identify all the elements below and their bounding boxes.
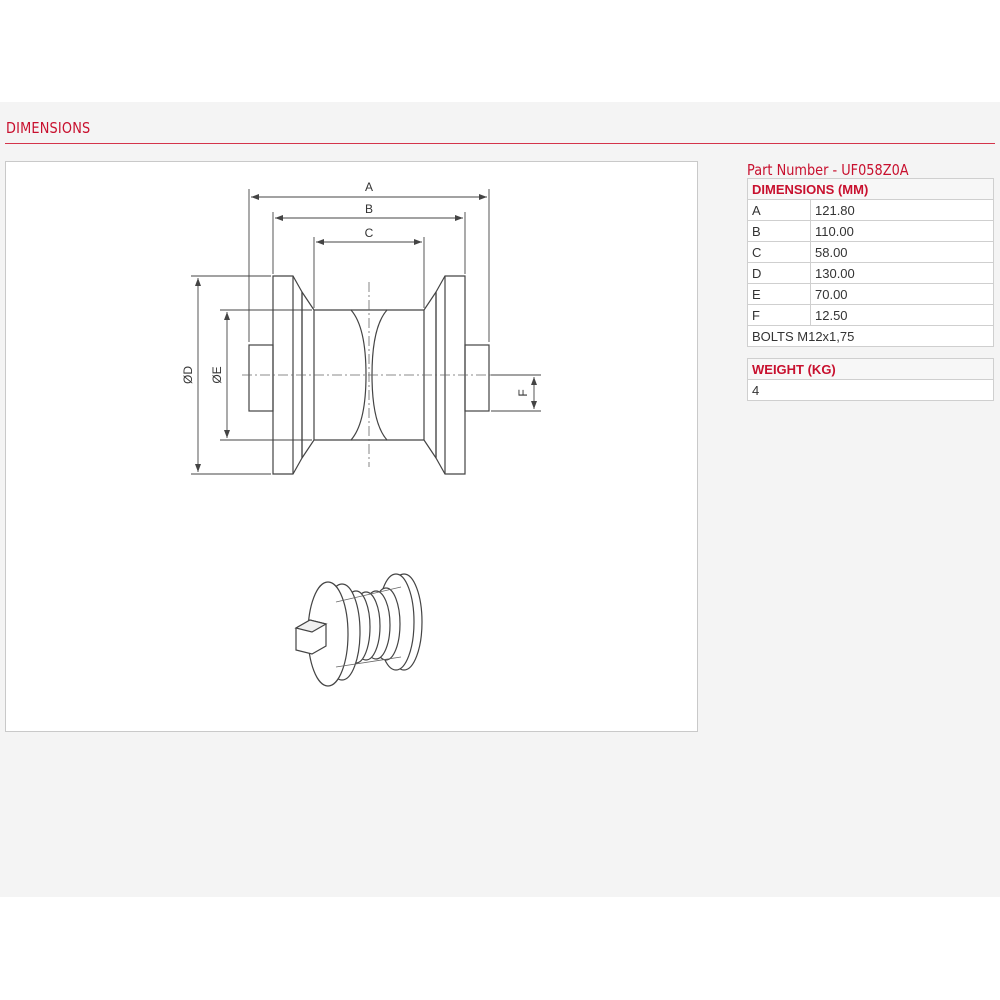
dimension-value: 130.00 — [810, 262, 994, 284]
part-number: Part Number - UF058Z0A — [747, 161, 909, 179]
dimension-value: 12.50 — [810, 304, 994, 326]
dimension-key: D — [747, 262, 811, 284]
table-row: E 70.00 — [747, 283, 994, 305]
label-a: A — [365, 180, 373, 194]
table-row: F 12.50 — [747, 304, 994, 326]
roller-isometric-view — [294, 573, 423, 687]
table-row: C 58.00 — [747, 241, 994, 263]
dimensions-panel: DIMENSIONS — [0, 102, 1000, 897]
dimension-value: 121.80 — [810, 199, 994, 221]
label-e: ØE — [210, 366, 224, 383]
section-title: DIMENSIONS — [6, 119, 91, 137]
label-d: ØD — [181, 366, 195, 384]
dimension-key: E — [747, 283, 811, 305]
dimension-value: 58.00 — [810, 241, 994, 263]
body-left — [301, 291, 367, 459]
weight-table: WEIGHT (KG) 4 — [747, 358, 994, 401]
dimension-value: 70.00 — [810, 283, 994, 305]
technical-drawing: A B C ØD ØE F — [5, 161, 698, 732]
table-row: D 130.00 — [747, 262, 994, 284]
label-f: F — [516, 389, 530, 396]
roller-drawing-svg: A B C ØD ØE F — [181, 180, 541, 687]
right-hub — [464, 344, 490, 412]
dimension-key: B — [747, 220, 811, 242]
left-hub — [248, 344, 274, 412]
dimensions-table: DIMENSIONS (MM) A 121.80 B 110.00 C 58.0… — [747, 178, 994, 347]
table-row: B 110.00 — [747, 220, 994, 242]
weight-value: 4 — [747, 379, 994, 401]
label-c: C — [365, 226, 374, 240]
table-row: A 121.80 — [747, 199, 994, 221]
dimension-key: C — [747, 241, 811, 263]
label-b: B — [365, 202, 373, 216]
dimension-value: 110.00 — [810, 220, 994, 242]
dimensions-table-header: DIMENSIONS (MM) — [747, 178, 994, 200]
table-row: 4 — [747, 379, 994, 401]
weight-table-header: WEIGHT (KG) — [747, 358, 994, 380]
title-divider — [5, 143, 995, 144]
dimension-key: F — [747, 304, 811, 326]
dimension-key: A — [747, 199, 811, 221]
bolts-spec: BOLTS M12x1,75 — [747, 325, 994, 347]
table-row: BOLTS M12x1,75 — [747, 325, 994, 347]
